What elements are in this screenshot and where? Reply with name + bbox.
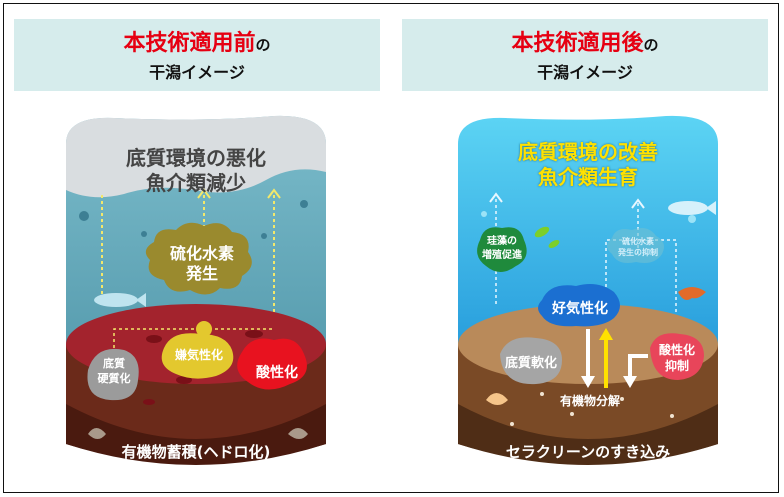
- up-arrow-head: [599, 328, 613, 340]
- before-title: 本技術適用前の: [14, 25, 380, 57]
- softening-stone: [500, 337, 562, 385]
- diatom-label: 珪藻の 増殖促進: [476, 235, 528, 263]
- diatom-blob: [477, 227, 527, 272]
- bubble: [79, 211, 89, 221]
- bent-arrow: [628, 354, 648, 382]
- arrow-head: [267, 188, 281, 199]
- bubble: [261, 233, 267, 239]
- soil-speck: [510, 422, 514, 426]
- soil-speck: [620, 397, 624, 401]
- decomposition-label: 有機物分解: [559, 394, 620, 408]
- bubble: [688, 215, 696, 223]
- after-panel: 本技術適用後の 干潟イメージ: [392, 4, 780, 494]
- suppressed-h2s-cloud: [607, 228, 664, 263]
- acidification-splash: [237, 338, 307, 390]
- shell-icon: [288, 428, 308, 439]
- before-title-suffix: の: [255, 36, 271, 54]
- before-subtitle: 干潟イメージ: [149, 63, 245, 82]
- acidification-label: 酸性化: [256, 365, 298, 381]
- fish-tail-icon: [136, 293, 146, 307]
- bubble: [300, 200, 308, 208]
- mud-spot: [146, 335, 162, 343]
- h2s-suppressed-line2: 発生の抑制: [618, 248, 658, 257]
- after-title-highlight: 本技術適用後: [511, 31, 644, 56]
- before-title-highlight: 本技術適用前: [123, 31, 256, 56]
- bent-arrow-head: [623, 376, 637, 388]
- hardening-label-line1: 底質: [103, 357, 125, 370]
- h2s-label-line2: 発生: [185, 264, 218, 283]
- acid-suppression-blob: [650, 333, 704, 380]
- before-banner-line1: 底質環境の悪化: [126, 146, 266, 170]
- shrimp-icon: [678, 287, 706, 300]
- acid-suppression-label: 酸性化 抑制: [648, 342, 706, 374]
- before-bottom-label: 有機物蓄積(ヘドロ化): [121, 443, 271, 461]
- before-banner-text: 底質環境の悪化 魚介類減少: [66, 146, 326, 196]
- mud-spot: [245, 330, 263, 338]
- down-arrow-head: [581, 376, 595, 388]
- after-title: 本技術適用後の: [402, 25, 768, 57]
- shell-icon: [486, 393, 508, 405]
- after-title-suffix: の: [643, 36, 659, 54]
- before-cloud-banner: [66, 115, 326, 198]
- after-subtitle: 干潟イメージ: [537, 63, 633, 82]
- acid-suppression-line2: 抑制: [664, 359, 689, 373]
- after-bottom-label: セラクリーンのすき込み: [505, 443, 671, 461]
- diatom-label-line2: 増殖促進: [482, 250, 522, 261]
- before-illustration: [66, 115, 326, 465]
- h2s-label-line1: 硫化水素: [169, 244, 234, 263]
- arrow-head: [489, 192, 503, 203]
- figure-frame: 本技術適用前の 干潟イメージ: [3, 3, 779, 493]
- after-sediment-band: [458, 404, 718, 465]
- bubble: [481, 211, 487, 217]
- soil-speck: [670, 414, 674, 418]
- mud-spot: [176, 376, 192, 384]
- after-banner-text: 底質環境の改善 魚介類生育: [458, 140, 718, 190]
- softening-label: 底質軟化: [504, 356, 557, 371]
- anaerobic-blob-top: [196, 321, 212, 337]
- h2s-cloud: [145, 222, 252, 295]
- soil-speck: [570, 412, 574, 416]
- after-banner-line2: 魚介類生育: [538, 165, 638, 189]
- before-sediment-band: [66, 404, 326, 465]
- diatom-label-line1: 珪藻の: [487, 236, 517, 247]
- before-panel: 本技術適用前の 干潟イメージ: [4, 4, 392, 494]
- aerobic-blob: [538, 284, 620, 327]
- arrow-head: [197, 188, 211, 199]
- after-header: 本技術適用後の 干潟イメージ: [402, 19, 768, 91]
- fish-icon: [94, 293, 138, 307]
- acid-suppression-line1: 酸性化: [658, 343, 695, 357]
- before-banner-line2: 魚介類減少: [146, 171, 246, 195]
- soil-speck: [540, 392, 544, 396]
- anaerobic-label: 嫌気性化: [174, 348, 223, 362]
- diatom-icon: [534, 226, 550, 238]
- bubble: [141, 231, 147, 237]
- shell-icon: [88, 428, 106, 439]
- h2s-suppressed-label: 硫化水素 発生の抑制: [608, 236, 668, 258]
- before-header: 本技術適用前の 干潟イメージ: [14, 19, 380, 91]
- after-banner-line1: 底質環境の改善: [518, 140, 658, 164]
- anaerobic-blob: [161, 333, 234, 379]
- hardening-label: 底質 硬質化: [88, 356, 140, 386]
- mud-spot: [143, 399, 155, 405]
- h2s-label: 硫化水素 発生: [154, 244, 250, 284]
- aerobic-label: 好気性化: [552, 301, 608, 317]
- diatom-icon: [548, 240, 560, 248]
- hardening-stone: [87, 348, 139, 401]
- fish-tail-icon: [706, 201, 716, 215]
- hardening-label-line2: 硬質化: [97, 372, 131, 385]
- arrow-head: [631, 198, 645, 209]
- fish-icon: [668, 201, 708, 215]
- h2s-suppressed-line1: 硫化水素: [622, 237, 654, 246]
- after-illustration: [458, 115, 718, 465]
